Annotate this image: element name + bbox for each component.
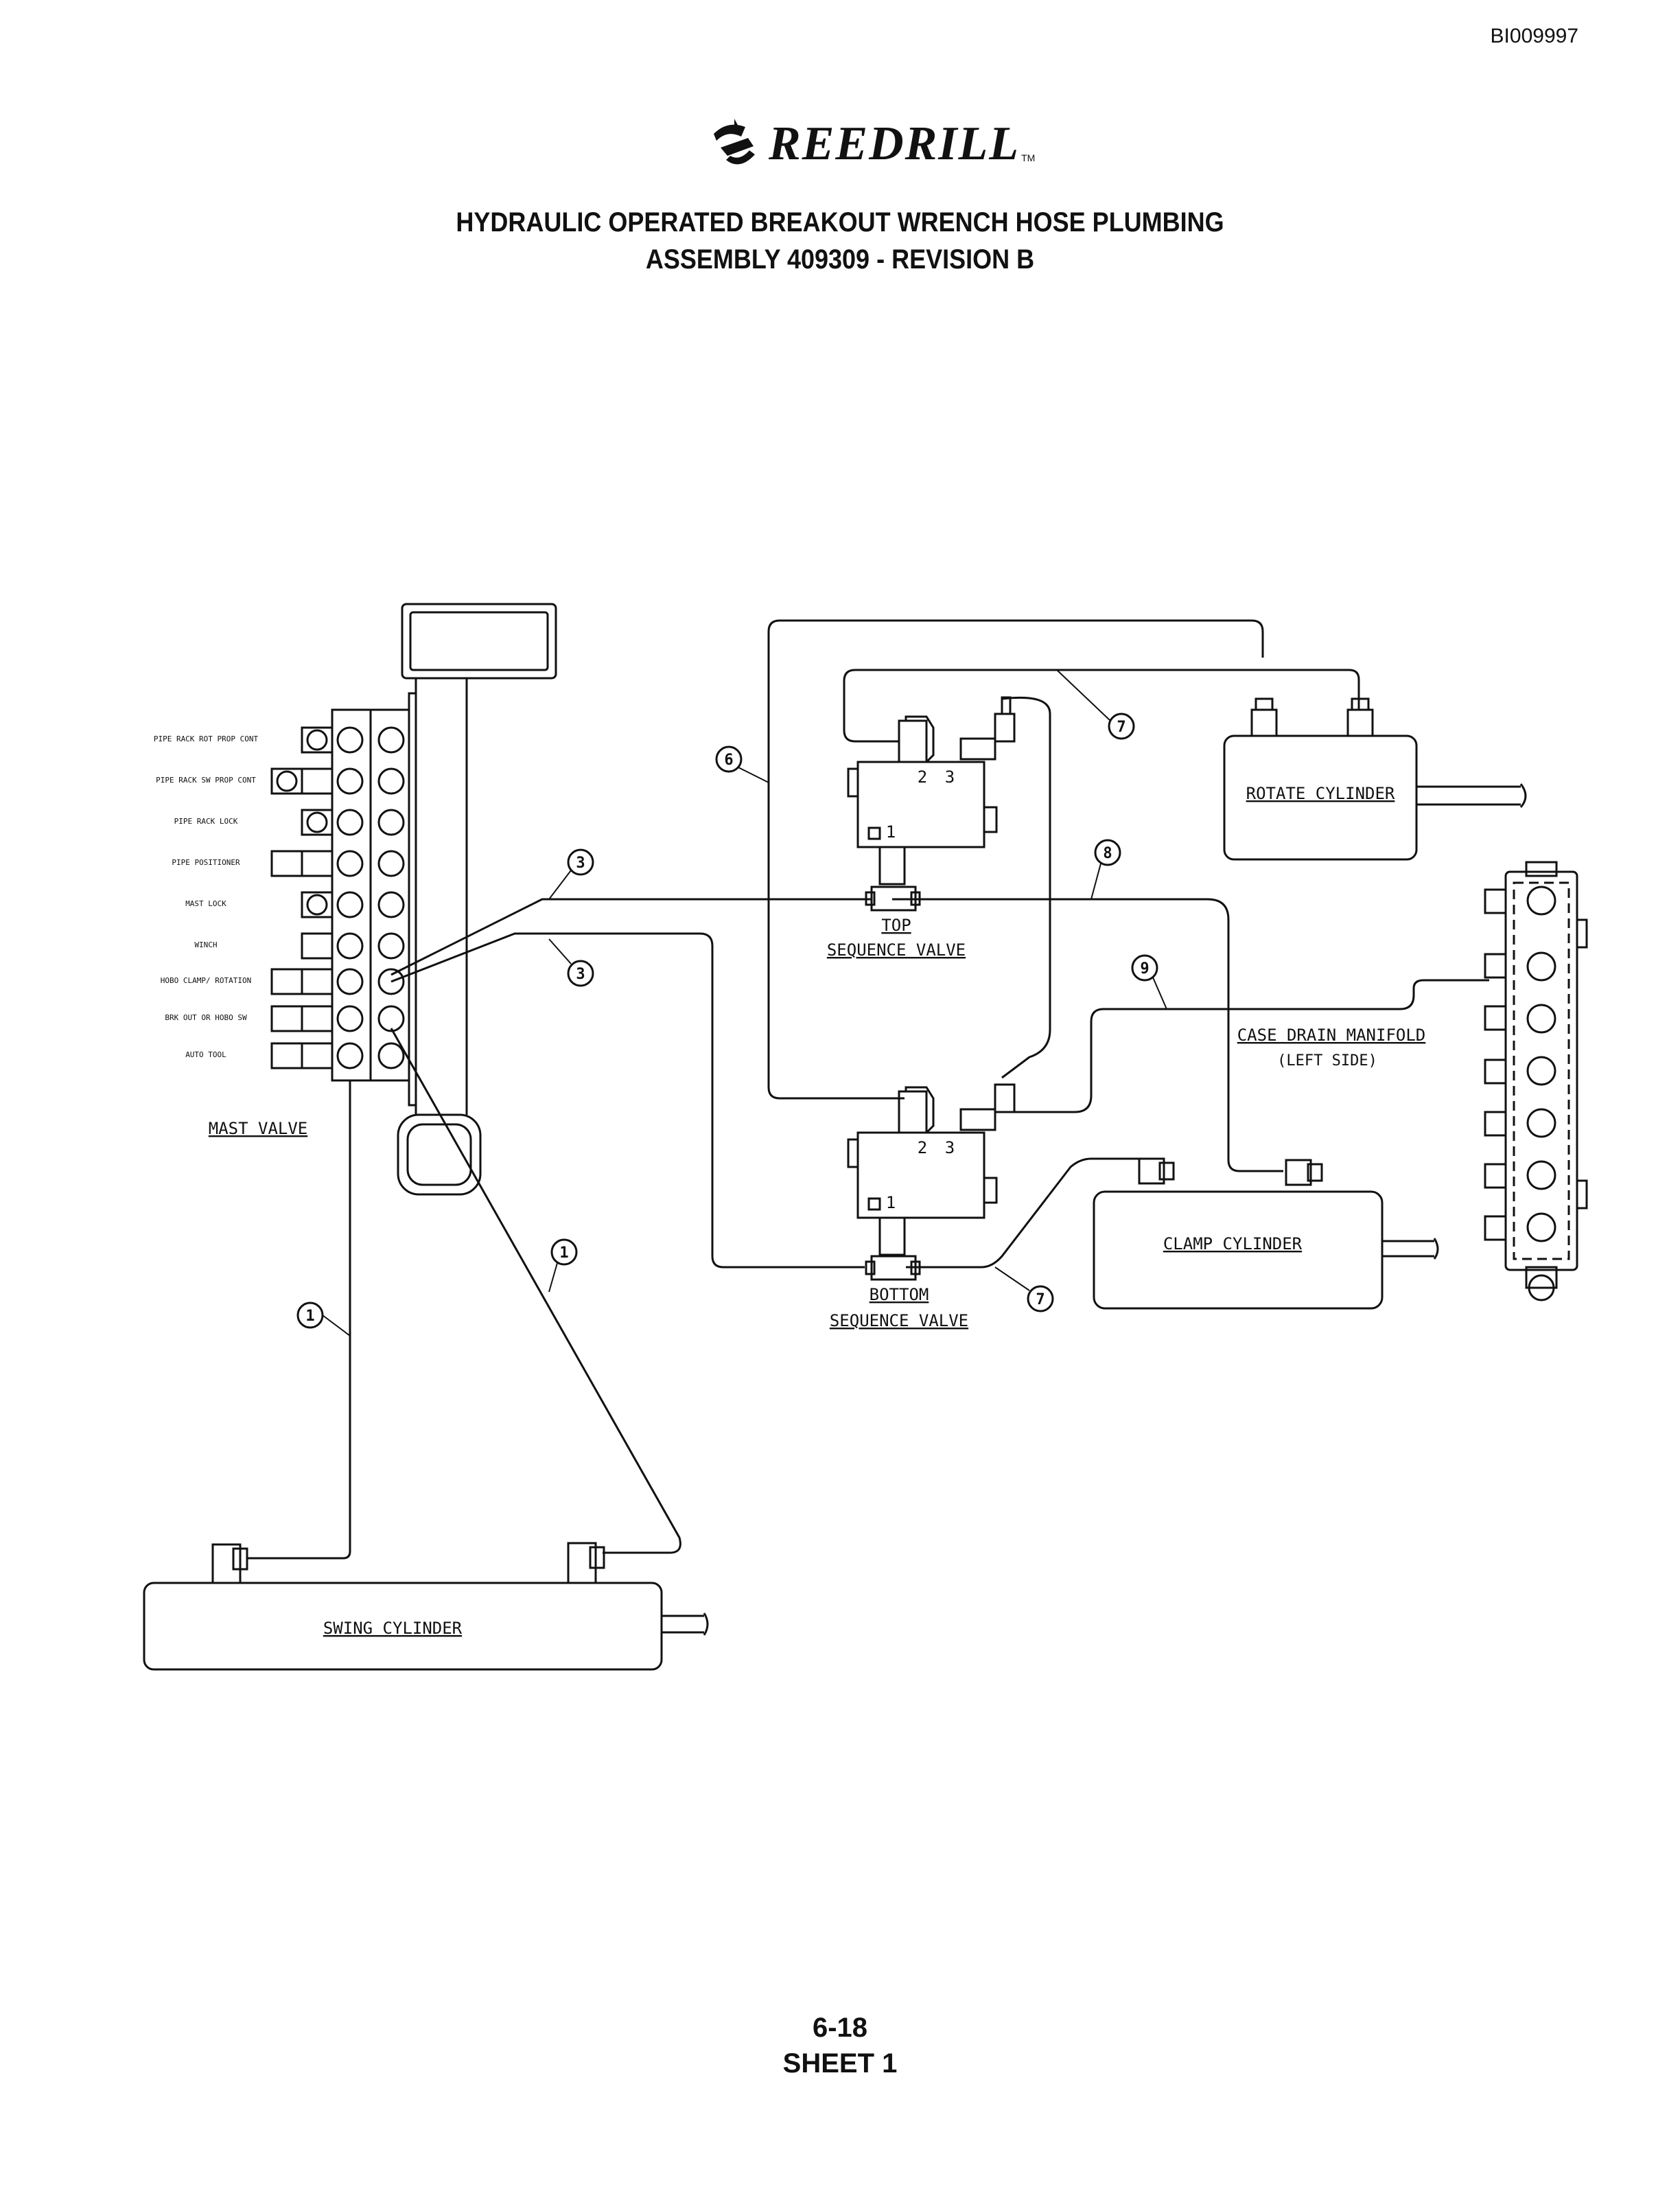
callout-3-lower (567, 960, 594, 987)
top-valve-port-3: 3 (945, 767, 955, 787)
hose-1-left (247, 1080, 351, 1560)
top-valve-label-1: TOP (881, 916, 911, 935)
logo-trademark: TM (1021, 152, 1036, 163)
bottom-valve-label-1: BOTTOM (870, 1285, 929, 1304)
callout-3-upper (567, 848, 594, 876)
hose-crossover (1001, 696, 1051, 1079)
hose-3-lower (390, 932, 865, 1269)
hose-7-lower (906, 1157, 1153, 1269)
mast-valve-section-label: MAST LOCK (185, 899, 226, 908)
leader-7-lower (994, 1266, 1030, 1291)
rotate-cylinder (1223, 697, 1527, 861)
hose-3-upper (390, 898, 872, 976)
callout-3-upper-text: 3 (576, 855, 585, 872)
clamp-cylinder-label: CLAMP CYLINDER (1163, 1234, 1303, 1253)
leader-6 (738, 767, 769, 783)
mast-valve-section-label: PIPE POSITIONER (172, 858, 240, 867)
callout-8-text: 8 (1103, 845, 1112, 862)
callout-9-text: 9 (1140, 960, 1149, 977)
top-sequence-valve (847, 696, 1016, 912)
leader-3-upper (548, 870, 572, 900)
leader-1-left (322, 1315, 351, 1336)
mast-valve-section-label: WINCH (194, 940, 217, 949)
leader-3-lower (548, 938, 572, 964)
callout-7-upper (1108, 713, 1135, 740)
mast-valve-section-label: PIPE RACK ROT PROP CONT (154, 734, 259, 743)
bottom-valve-port-2: 2 (918, 1138, 927, 1157)
bottom-valve-port-3: 3 (945, 1138, 955, 1157)
callout-7-upper-text: 7 (1117, 719, 1125, 736)
callout-9 (1131, 954, 1158, 982)
logo-wordmark: REEDRILL (769, 117, 1020, 170)
bottom-valve-label-2: SEQUENCE VALVE (830, 1311, 968, 1330)
diagram-title: HYDRAULIC OPERATED BREAKOUT WRENCH HOSE … (456, 207, 1224, 238)
page-number: 6-18 (812, 2013, 868, 2043)
case-drain-sublabel: (LEFT SIDE) (1277, 1052, 1377, 1069)
mast-tube (397, 603, 557, 1196)
callout-7-lower-text: 7 (1036, 1291, 1045, 1308)
top-valve-port-2: 2 (918, 767, 927, 787)
leader-1-right (548, 1262, 558, 1293)
top-valve-port-1: 1 (886, 822, 896, 842)
mast-valve-label: MAST VALVE (209, 1119, 308, 1138)
hose-8 (892, 898, 1283, 1172)
hose-1-right (390, 1028, 681, 1554)
reedrill-logo: REEDRILL TM (707, 110, 1035, 178)
rotate-cylinder-label: ROTATE CYLINDER (1246, 784, 1395, 803)
hose-6 (767, 619, 1264, 1100)
leader-9 (1152, 977, 1167, 1010)
top-valve-label-2: SEQUENCE VALVE (827, 940, 966, 960)
bottom-valve-port-1: 1 (886, 1193, 896, 1212)
swing-cylinder (143, 1542, 709, 1671)
mast-valve-section-label: HOBO CLAMP/ ROTATION (161, 976, 251, 985)
mast-valve-section-label: BRK OUT OR HOBO SW (165, 1013, 247, 1022)
mast-valve-ports (336, 726, 405, 1069)
case-drain-label: CASE DRAIN MANIFOLD (1237, 1026, 1426, 1045)
swing-cylinder-label: SWING CYLINDER (323, 1619, 463, 1638)
mast-valve-handles (270, 726, 334, 1069)
callout-7-lower (1027, 1285, 1054, 1312)
hose-7-upper (843, 669, 1360, 743)
callout-3-lower-text: 3 (576, 966, 585, 983)
mast-valve-section-label: PIPE RACK SW PROP CONT (156, 776, 256, 785)
sheet-number: SHEET 1 (782, 2048, 898, 2079)
leader-7-upper (1056, 669, 1111, 721)
callout-1-right (550, 1238, 578, 1266)
mast-valve-section-label: AUTO TOOL (185, 1050, 226, 1059)
hose-9 (1002, 979, 1489, 1113)
callout-6 (715, 745, 743, 773)
callout-8 (1094, 839, 1121, 866)
mast-valve-section-label: PIPE RACK LOCK (174, 817, 238, 826)
clamp-cylinder (1093, 1157, 1439, 1310)
document-id: BI009997 (1490, 25, 1578, 47)
reedrill-logo-icon (714, 119, 755, 165)
callout-6-text: 6 (724, 752, 733, 769)
case-drain-manifold (1484, 861, 1588, 1289)
diagram-subtitle: ASSEMBLY 409309 - REVISION B (645, 244, 1035, 275)
case-drain-fittings (1526, 886, 1556, 1301)
bottom-sequence-valve (847, 1083, 1016, 1281)
callout-1-left-text: 1 (305, 1308, 314, 1325)
callout-1-right-text: 1 (559, 1245, 568, 1262)
leader-8 (1090, 863, 1101, 900)
